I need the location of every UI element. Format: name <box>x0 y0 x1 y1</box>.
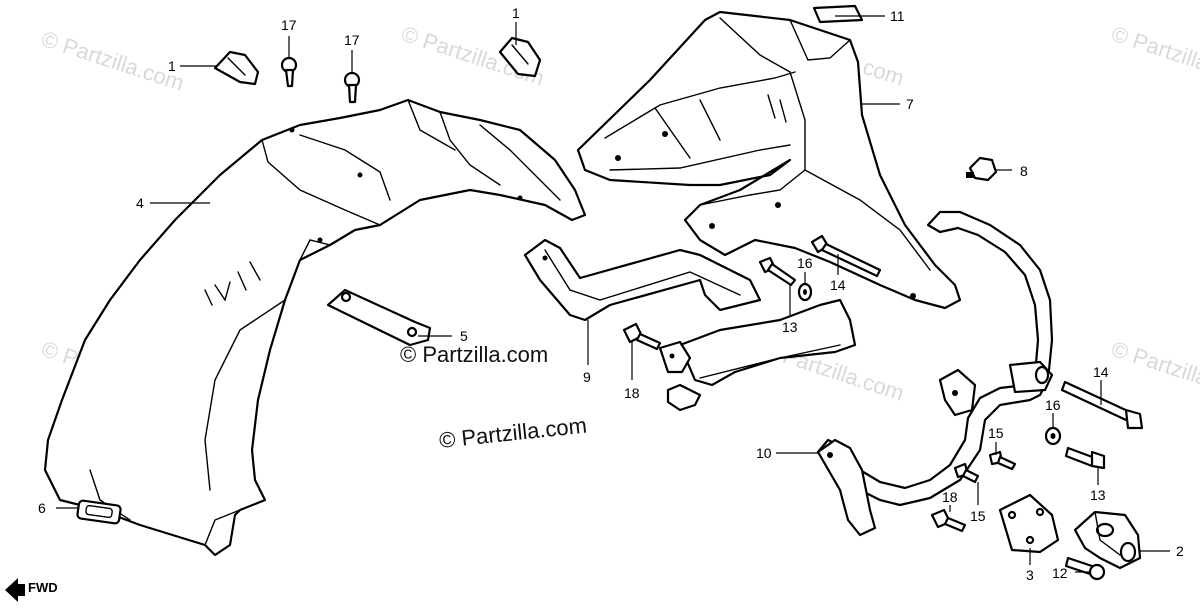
callout-5: 5 <box>460 328 468 344</box>
callout-14: 14 <box>830 277 846 293</box>
callout-2: 2 <box>1176 543 1184 559</box>
callout-8: 8 <box>1020 163 1028 179</box>
bolt-14-lower <box>1060 380 1144 430</box>
callout-16: 16 <box>1045 397 1061 413</box>
fwd-label: FWD <box>28 580 58 595</box>
callout-18: 18 <box>942 489 958 505</box>
callout-13: 13 <box>782 319 798 335</box>
callout-14: 14 <box>1093 364 1109 380</box>
callout-labels: 1 1 17 17 11 7 8 4 5 6 9 18 13 16 14 14 … <box>38 5 1184 583</box>
callout-13: 13 <box>1090 487 1106 503</box>
watermark-main: © Partzilla.com <box>438 413 588 453</box>
watermark-text: © Partzilla.com <box>1108 336 1200 406</box>
callout-18: 18 <box>624 385 640 401</box>
rear-cowl <box>576 10 962 310</box>
screw-17-left <box>280 56 298 88</box>
screw-17-center <box>343 71 361 104</box>
bolt-14-upper <box>810 234 882 278</box>
bolt-13-upper <box>758 256 797 287</box>
label-plate <box>812 4 864 24</box>
washer-16-upper <box>797 282 813 302</box>
grommet <box>966 156 998 182</box>
callout-6: 6 <box>38 500 46 516</box>
callout-11: 11 <box>890 8 905 24</box>
callout-17: 17 <box>281 17 297 33</box>
rear-fender <box>43 98 587 557</box>
clamp-2 <box>1073 510 1142 570</box>
callout-17: 17 <box>344 32 360 48</box>
callout-7: 7 <box>906 96 914 112</box>
fender-bracket <box>523 238 762 322</box>
watermark-text: © Partzilla.com <box>1108 21 1200 91</box>
mounting-plate <box>658 298 857 412</box>
screw-15-lower <box>953 462 980 484</box>
bolt-12 <box>1064 556 1106 581</box>
watermark-text: © Partzilla.com <box>38 26 187 96</box>
leader-lines <box>56 15 1170 573</box>
callout-12: 12 <box>1052 565 1068 581</box>
callout-15: 15 <box>988 425 1004 441</box>
rubber-pad <box>76 499 122 525</box>
callout-1: 1 <box>168 58 176 74</box>
bolt-18-lower <box>930 508 967 533</box>
callout-16: 16 <box>797 255 813 271</box>
grab-rail <box>816 210 1054 537</box>
clip-1-center <box>498 36 542 78</box>
watermark-main: © Partzilla.com <box>400 342 548 367</box>
washer-16-lower <box>1044 426 1062 446</box>
clip-1-left <box>213 50 260 86</box>
fwd-indicator: FWD <box>5 578 58 602</box>
callout-10: 10 <box>756 445 772 461</box>
callout-4: 4 <box>136 195 144 211</box>
screw-15-upper <box>988 450 1017 471</box>
callout-1: 1 <box>512 5 520 21</box>
callout-9: 9 <box>583 369 591 385</box>
mount-plate-3 <box>998 493 1060 554</box>
bolt-18-upper <box>622 322 662 351</box>
plate-bracket <box>326 288 432 347</box>
bolt-13-lower <box>1064 446 1106 470</box>
callout-3: 3 <box>1026 567 1034 583</box>
callout-15: 15 <box>970 508 986 524</box>
